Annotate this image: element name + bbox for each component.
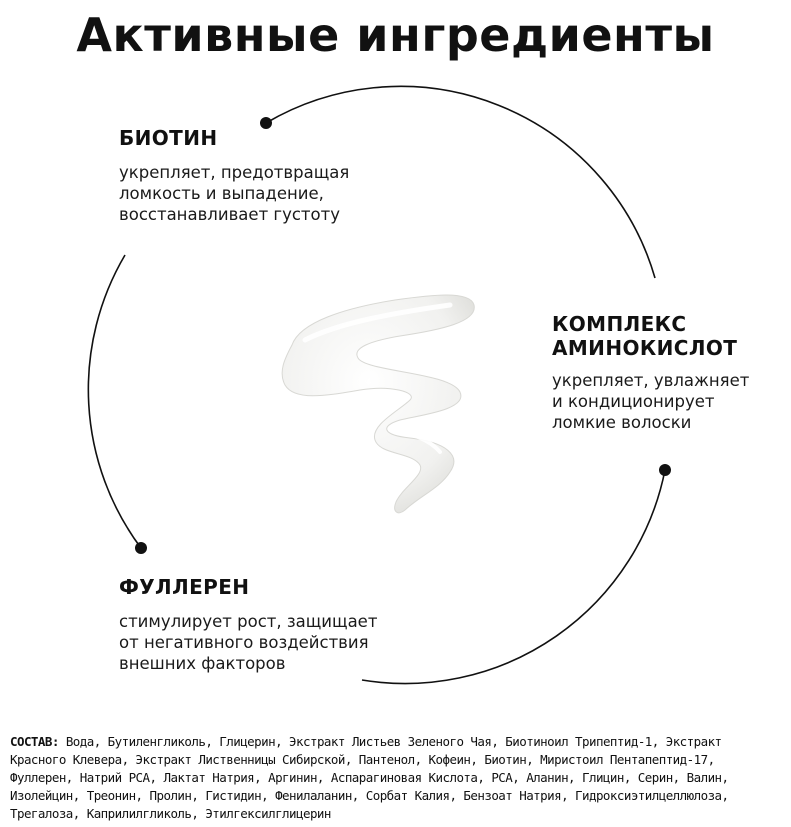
ingredient-desc-line: ломкость и выпадение, — [119, 184, 324, 203]
composition-label: СОСТАВ: — [10, 734, 59, 749]
page-title: Активные ингредиенты — [76, 8, 715, 62]
ingredient-desc-line: восстанавливает густоту — [119, 205, 341, 224]
ingredient-name: БИОТИН — [119, 126, 218, 150]
ingredient-desc-line: внешних факторов — [119, 654, 286, 673]
ingredient-fullerene: ФУЛЛЕРЕН стимулирует рост, защищает от н… — [119, 575, 377, 674]
dot-fullerene — [135, 542, 147, 554]
ingredient-desc-line: укрепляет, предотвращая — [119, 163, 350, 182]
arc-left — [87, 254, 142, 549]
ingredient-name: АМИНОКИСЛОТ — [552, 336, 738, 360]
arc-top-right — [265, 85, 656, 279]
ingredient-desc-line: укрепляет, увлажняет — [552, 371, 750, 390]
composition-text: СОСТАВ: Вода, Бутиленгликоль, Глицерин, … — [10, 733, 782, 823]
composition-list: Вода, Бутиленгликоль, Глицерин, Экстракт… — [10, 734, 729, 821]
ingredient-desc-line: стимулирует рост, защищает — [119, 612, 378, 631]
ingredient-name: КОМПЛЕКС — [552, 312, 687, 336]
ingredient-amino: КОМПЛЕКС АМИНОКИСЛОТ укрепляет, увлажняе… — [552, 312, 749, 433]
cream-swatch — [281, 294, 475, 514]
ingredient-biotin: БИОТИН укрепляет, предотвращая ломкость … — [119, 126, 349, 225]
ingredient-name: ФУЛЛЕРЕН — [119, 575, 250, 599]
arc-bottom-right — [361, 469, 666, 685]
dot-amino — [659, 464, 671, 476]
ingredient-desc-line: ломкие волоски — [552, 413, 692, 432]
ingredient-desc-line: от негативного воздействия — [119, 633, 369, 652]
ingredient-desc-line: и кондиционирует — [552, 392, 715, 411]
dot-biotin — [260, 117, 272, 129]
